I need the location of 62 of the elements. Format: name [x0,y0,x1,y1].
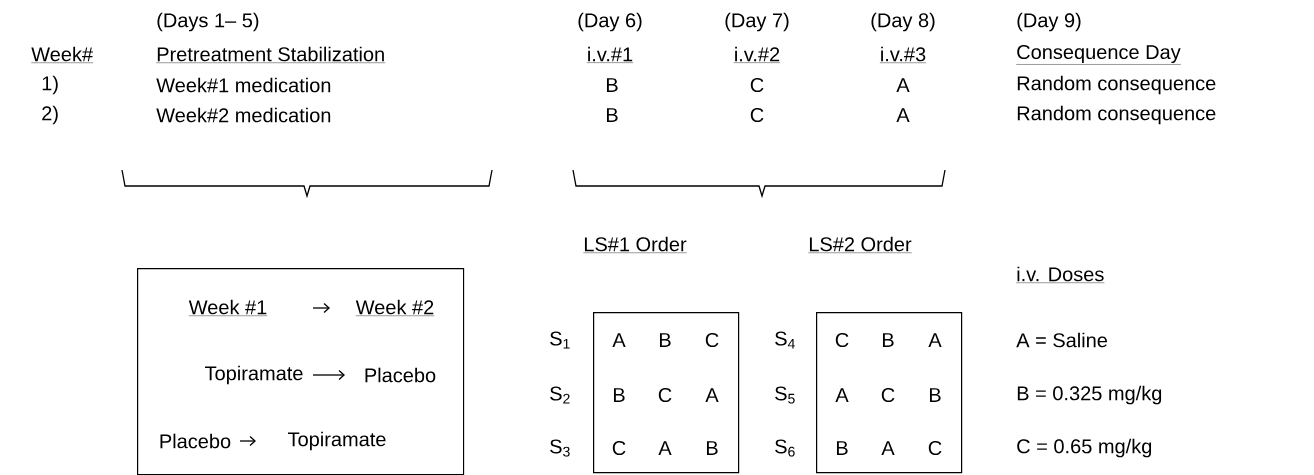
table-text: Random consequence [1017,75,1216,95]
subject-label: S$_{3}$ [550,439,570,457]
treatment-name: Placebo [160,433,231,449]
subject-label: S$_{4}$ [775,331,795,349]
table-text: (Day 6) [578,12,642,32]
table-text: (Day 7) [725,12,789,32]
table-text: C = 0.65 mg/kg [1017,438,1152,458]
cell-letter: B [930,388,941,402]
column-heading: Week# [31,46,94,63]
table-text: 1) [42,75,58,95]
cell-letter: A [928,333,942,347]
cell-letter: B [614,388,625,402]
column-heading: Consequence Day [1016,44,1181,65]
column-heading: i.v. Doses [1016,266,1105,283]
cell-letter: A [612,333,626,347]
subject-label: S$_{1}$ [550,331,570,349]
cell-letter: C [612,440,626,456]
cell-letter: A [705,388,719,402]
subject-label: S$_{5}$ [775,386,795,404]
table-text: C [750,107,764,123]
cell-letter: C [928,440,942,456]
latin-square [816,312,963,474]
cell-letter: C [881,387,895,403]
table-text: (Day 8) [871,12,935,32]
subject-label: S$_{2}$ [550,386,570,404]
cell-letter: C [658,387,672,403]
cell-letter: B [660,333,671,347]
column-heading: Pretreatment Stabilization [156,46,386,63]
subject-label: S$_{6}$ [775,439,795,457]
cell-letter: B [883,333,894,347]
crossover-box [137,268,465,475]
cell-letter: B [837,441,848,455]
treatment-name: Placebo [365,367,436,383]
table-text: 2) [42,105,58,125]
latin-square [593,312,740,474]
table-text: B [607,78,618,92]
column-heading: i.v.#2 [733,46,781,63]
table-text: B = 0.325 mg/kg [1017,385,1162,405]
table-text: B [607,108,618,122]
cell-letter: A [835,388,849,402]
cell-letter: A [881,441,895,455]
table-text: Week#2 medication [156,107,331,123]
table-text: A [896,108,910,122]
square-heading: LS#1 Order [583,236,687,253]
treatment-name: Topiramate [205,365,303,385]
cell-letter: C [705,332,719,348]
table-text: C [750,77,764,93]
cell-letter: C [835,332,849,348]
table-text: A = Saline [1016,332,1107,348]
column-heading: i.v.#3 [879,46,927,63]
treatment-name: Topiramate [288,431,386,451]
table-text: Random consequence [1017,105,1216,125]
cell-letter: B [707,441,718,455]
column-heading: Week #2 [355,299,435,316]
table-text: (Days 1– 5) [157,12,259,32]
table-text: A [896,78,910,92]
table-text: (Day 9) [1017,12,1081,32]
square-heading: LS#2 Order [808,236,912,253]
table-text: Week#1 medication [156,77,331,93]
column-heading: i.v.#1 [586,46,634,63]
cell-letter: A [658,441,672,455]
column-heading: Week #1 [188,299,268,316]
